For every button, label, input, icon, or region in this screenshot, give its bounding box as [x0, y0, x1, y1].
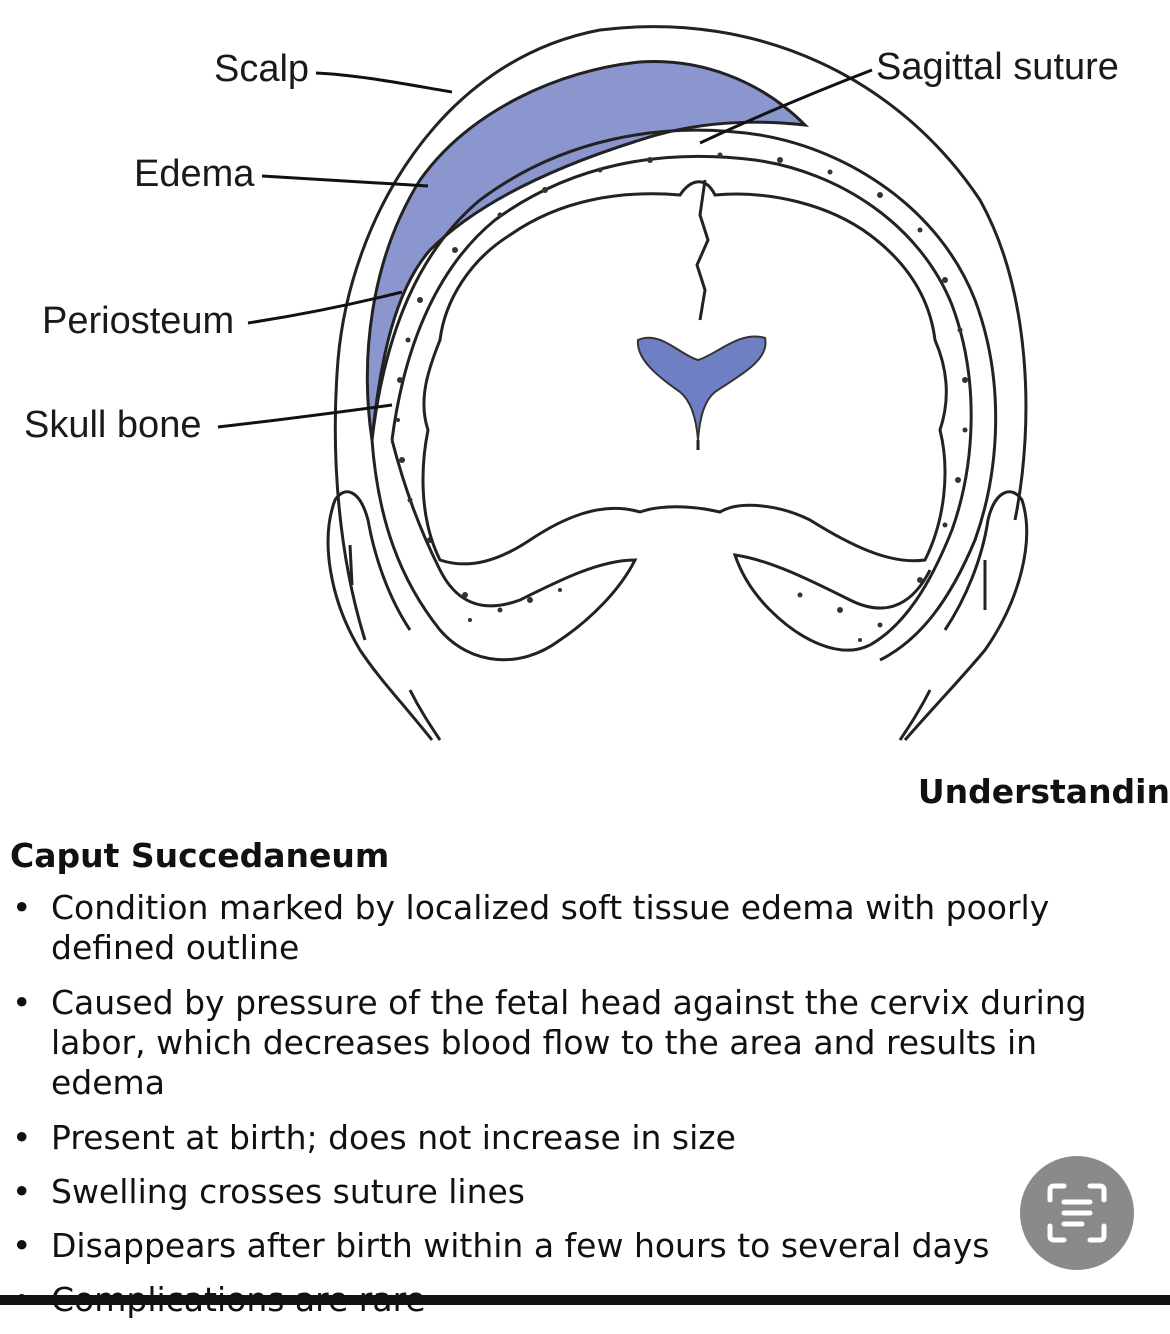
edema-region: [365, 60, 810, 441]
list-item-text: Condition marked by localized soft tissu…: [51, 888, 1050, 967]
head-cross-section-illustration: [217, 25, 1029, 741]
leader-lines: [217, 68, 873, 429]
list-item-text: Swelling crosses suture lines: [51, 1172, 525, 1211]
scan-text-icon: [1047, 1183, 1107, 1243]
skull-lower-right: [732, 553, 932, 652]
bullet-glyph: •: [12, 1118, 32, 1157]
list-item: • Caused by pressure of the fetal head ag…: [10, 983, 1140, 1103]
neck-left: [408, 689, 442, 741]
label-sagittal-suture: Sagittal suture: [876, 46, 1119, 88]
label-edema: Edema: [134, 153, 255, 195]
section-tag: Understandin: [917, 772, 1170, 811]
bullet-list: • Condition marked by localized soft tiss…: [10, 888, 1140, 1334]
neck-right: [898, 689, 932, 741]
scalp-outline: [333, 25, 1028, 641]
bullet-glyph: •: [12, 1226, 32, 1265]
ventricle: [636, 335, 767, 441]
skull-outer: [370, 128, 998, 662]
list-item: • Swelling crosses suture lines: [10, 1172, 1140, 1212]
sagittal-fissure: [695, 179, 710, 321]
left-ear: [326, 490, 434, 741]
section-heading: Caput Succedaneum: [10, 836, 390, 875]
label-scalp: Scalp: [214, 48, 310, 90]
list-item: • Disappears after birth within a few hou…: [10, 1226, 1140, 1266]
list-item: • Present at birth; does not increase in …: [10, 1118, 1140, 1158]
bullet-glyph: •: [12, 983, 32, 1022]
bone-speckles: [396, 152, 968, 642]
scan-text-button[interactable]: [1020, 1156, 1134, 1270]
list-item: • Condition marked by localized soft tiss…: [10, 888, 1140, 968]
caput-succedaneum-figure: Scalp Edema Periosteum Skull bone Sagitt…: [24, 25, 1119, 741]
right-ear: [903, 490, 1029, 741]
list-item-text: Disappears after birth within a few hour…: [51, 1226, 990, 1265]
bullet-glyph: •: [12, 1172, 32, 1211]
label-periosteum: Periosteum: [42, 300, 235, 342]
list-item-text: Caused by pressure of the fetal head aga…: [51, 983, 1087, 1102]
skull-inner: [390, 154, 973, 647]
bullet-glyph: •: [12, 888, 32, 927]
skull-lower-left: [370, 439, 638, 662]
bottom-rule: [0, 1295, 1170, 1305]
list-item-text: Present at birth; does not increase in s…: [51, 1118, 736, 1157]
label-skull-bone: Skull bone: [24, 404, 202, 446]
